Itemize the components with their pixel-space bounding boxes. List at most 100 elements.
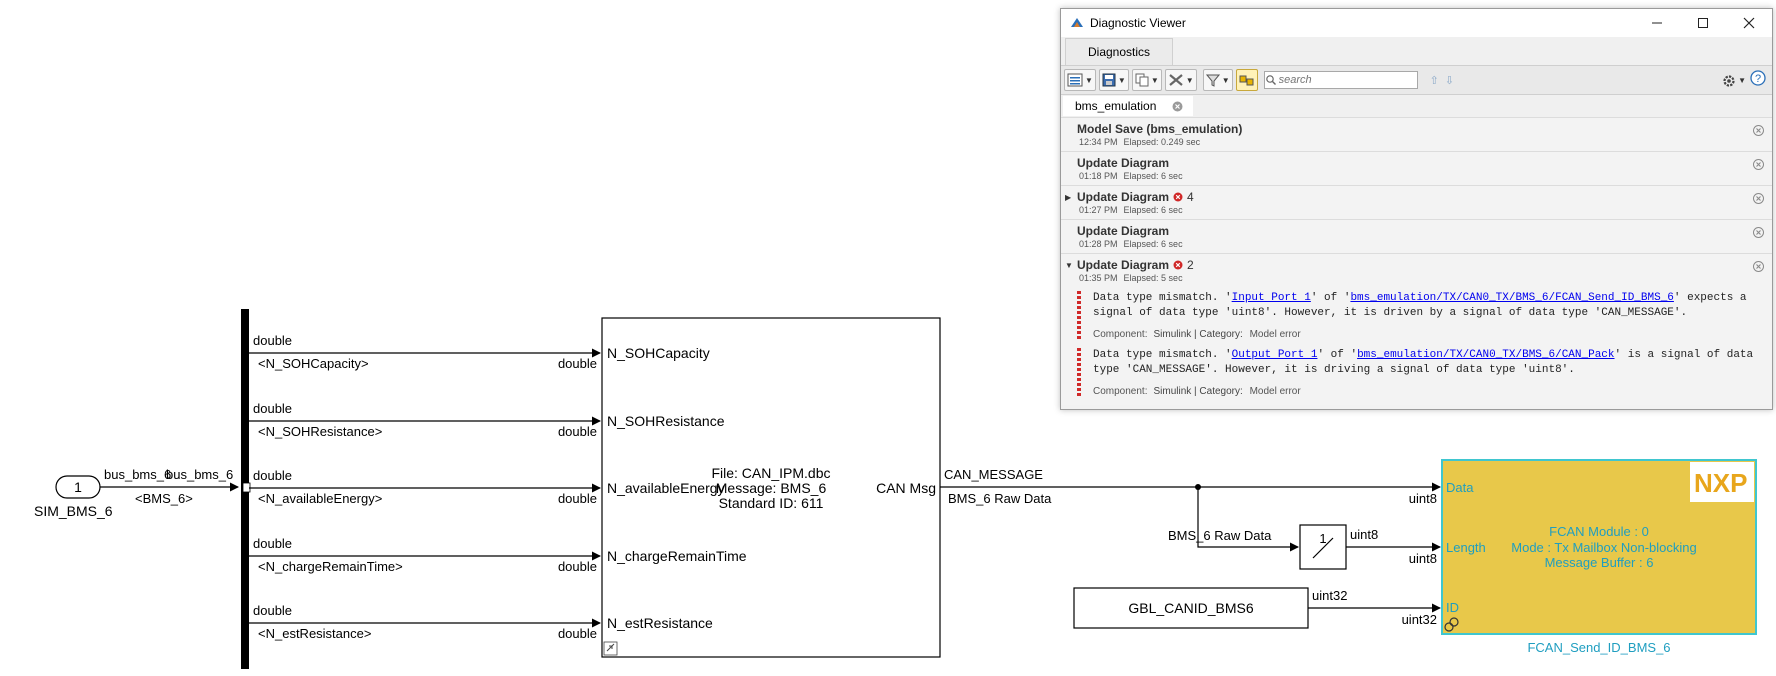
error-text-part: ' of ' [1317,349,1358,361]
constant-out-type: uint32 [1312,588,1347,603]
bus-signal-label: <N_estResistance> [258,626,371,641]
settings-button[interactable]: ▼ [1722,74,1746,88]
bus-signal-type: double [253,536,292,551]
data-port-type: uint8 [1409,491,1437,506]
entry-time: 01:28 PM [1079,239,1118,249]
entry-title: Update Diagram [1077,190,1170,204]
highlight-toggle-button[interactable] [1235,69,1258,91]
bus-signal-label: <N_SOHResistance> [258,424,382,439]
error-text-part: ' is a signal of data type 'CAN_MESSAGE'… [1093,349,1754,376]
maximize-button[interactable] [1680,9,1726,37]
help-button[interactable]: ? [1750,70,1766,91]
entry-title: Model Save (bms_emulation) [1077,122,1243,136]
port-link[interactable]: Input Port 1 [1231,292,1311,304]
entry-time: 01:35 PM [1079,273,1118,283]
error-text-part: ' expects a signal of data type 'uint8'.… [1093,292,1747,319]
can-pack-block[interactable]: File: CAN_IPM.dbc Message: BMS_6 Standar… [601,317,941,658]
error-icon [1173,192,1183,202]
model-tab-label: bms_emulation [1075,99,1157,113]
can-pack-output-port: CAN Msg [876,480,936,496]
entry-time: 01:18 PM [1079,171,1118,181]
filter-icon [1205,74,1220,87]
chevron-down-icon: ▼ [1085,75,1093,85]
can-msg-name: BMS_6 Raw Data [948,491,1052,506]
search-input[interactable] [1276,74,1409,86]
close-entry-button[interactable] [1753,225,1764,243]
gear-icon [1723,74,1735,87]
entry-elapsed: Elapsed: 6 sec [1123,171,1183,181]
length-port-type: uint8 [1409,551,1437,566]
width-block-value: 1 [1319,531,1326,546]
save-button[interactable]: ▼ [1098,69,1129,91]
port-data-type: double [558,626,597,641]
inport-block[interactable]: 1 [55,475,101,499]
diagnostic-viewer-window[interactable]: Diagnostic Viewer Diagnostics ▼ ▼ ▼ [1060,8,1773,410]
previous-arrow-icon[interactable]: ⇧ [1429,74,1445,87]
fcan-port-data: Data [1446,480,1474,495]
diagnostics-toolbar: ▼ ▼ ▼ ▼ ▼ ⇧⇩ ▼ [1061,65,1772,95]
can-pack-input-port: N_availableEnergy [607,480,725,496]
port-link[interactable]: Output Port 1 [1231,349,1318,361]
clear-button[interactable]: ▼ [1164,69,1197,91]
minimize-button[interactable] [1634,9,1680,37]
close-tab-icon[interactable] [1172,101,1183,112]
library-link-icon [1444,617,1459,632]
inport-name: SIM_BMS_6 [34,503,113,519]
constant-name: GBL_CANID_BMS6 [1128,600,1253,616]
next-arrow-icon[interactable]: ⇩ [1444,74,1461,87]
fcan-port-length: Length [1446,540,1486,555]
can-pack-input-port: N_estResistance [607,615,713,631]
collapsed-triangle-icon[interactable]: ▶ [1065,193,1072,202]
entry-elapsed: Elapsed: 0.249 sec [1123,137,1201,147]
block-path-link[interactable]: bms_emulation/TX/CAN0_TX/BMS_6/FCAN_Send… [1350,292,1674,304]
expanded-triangle-icon[interactable]: ▼ [1065,261,1073,270]
error-text-part: Data type mismatch. ' [1093,292,1232,304]
bus-signal-type: double [253,603,292,618]
window-titlebar[interactable]: Diagnostic Viewer [1061,9,1772,37]
block-path-link[interactable]: bms_emulation/TX/CAN0_TX/BMS_6/CAN_Pack [1357,349,1615,361]
maximize-icon [1698,18,1708,28]
tab-diagnostics[interactable]: Diagnostics [1065,38,1174,65]
chevron-down-icon: ▼ [1185,75,1194,85]
search-box[interactable] [1263,71,1418,89]
can-pack-input-port: N_SOHCapacity [607,345,710,361]
close-entry-button[interactable] [1753,259,1764,277]
highlight-icon [1239,75,1254,86]
link-arrow-icon [606,643,615,652]
port-data-type: double [558,424,597,439]
close-entry-icon [1753,193,1764,204]
help-icon: ? [1750,70,1766,86]
window-title: Diagnostic Viewer [1090,16,1186,30]
fcan-block-name: FCAN_Send_ID_BMS_6 [1527,640,1670,655]
list-view-icon [1067,73,1083,87]
close-entry-button[interactable] [1753,123,1764,141]
close-entry-button[interactable] [1753,157,1764,175]
error-icon [1173,260,1183,270]
width-block[interactable]: 1 [1299,524,1347,570]
save-icon [1102,73,1116,87]
filter-button[interactable]: ▼ [1202,69,1233,91]
clear-icon [1169,74,1183,86]
tab-bms-emulation[interactable]: bms_emulation [1063,96,1194,116]
bus-signal-type: double [253,401,292,416]
can-pack-input-port: N_chargeRemainTime [607,548,747,564]
copy-button[interactable]: ▼ [1131,69,1162,91]
view-options-button[interactable]: ▼ [1064,69,1096,91]
component-value: Simulink | Category: [1153,329,1243,340]
error-text: Data type mismatch. 'Input Port 1' of 'b… [1093,291,1772,321]
close-entry-button[interactable] [1753,191,1764,209]
can-pack-input-port: N_SOHResistance [607,413,725,429]
chevron-down-icon: ▼ [1117,75,1126,85]
entry-elapsed: Elapsed: 5 sec [1123,273,1183,283]
constant-block[interactable]: GBL_CANID_BMS6 [1073,587,1309,629]
close-button[interactable] [1726,9,1772,37]
fcan-send-block[interactable]: NXP Data Length ID FCAN Module : 0 Mode … [1441,459,1757,635]
bus-signal-label: <N_SOHCapacity> [258,356,369,371]
branch-line[interactable] [1197,487,1299,552]
